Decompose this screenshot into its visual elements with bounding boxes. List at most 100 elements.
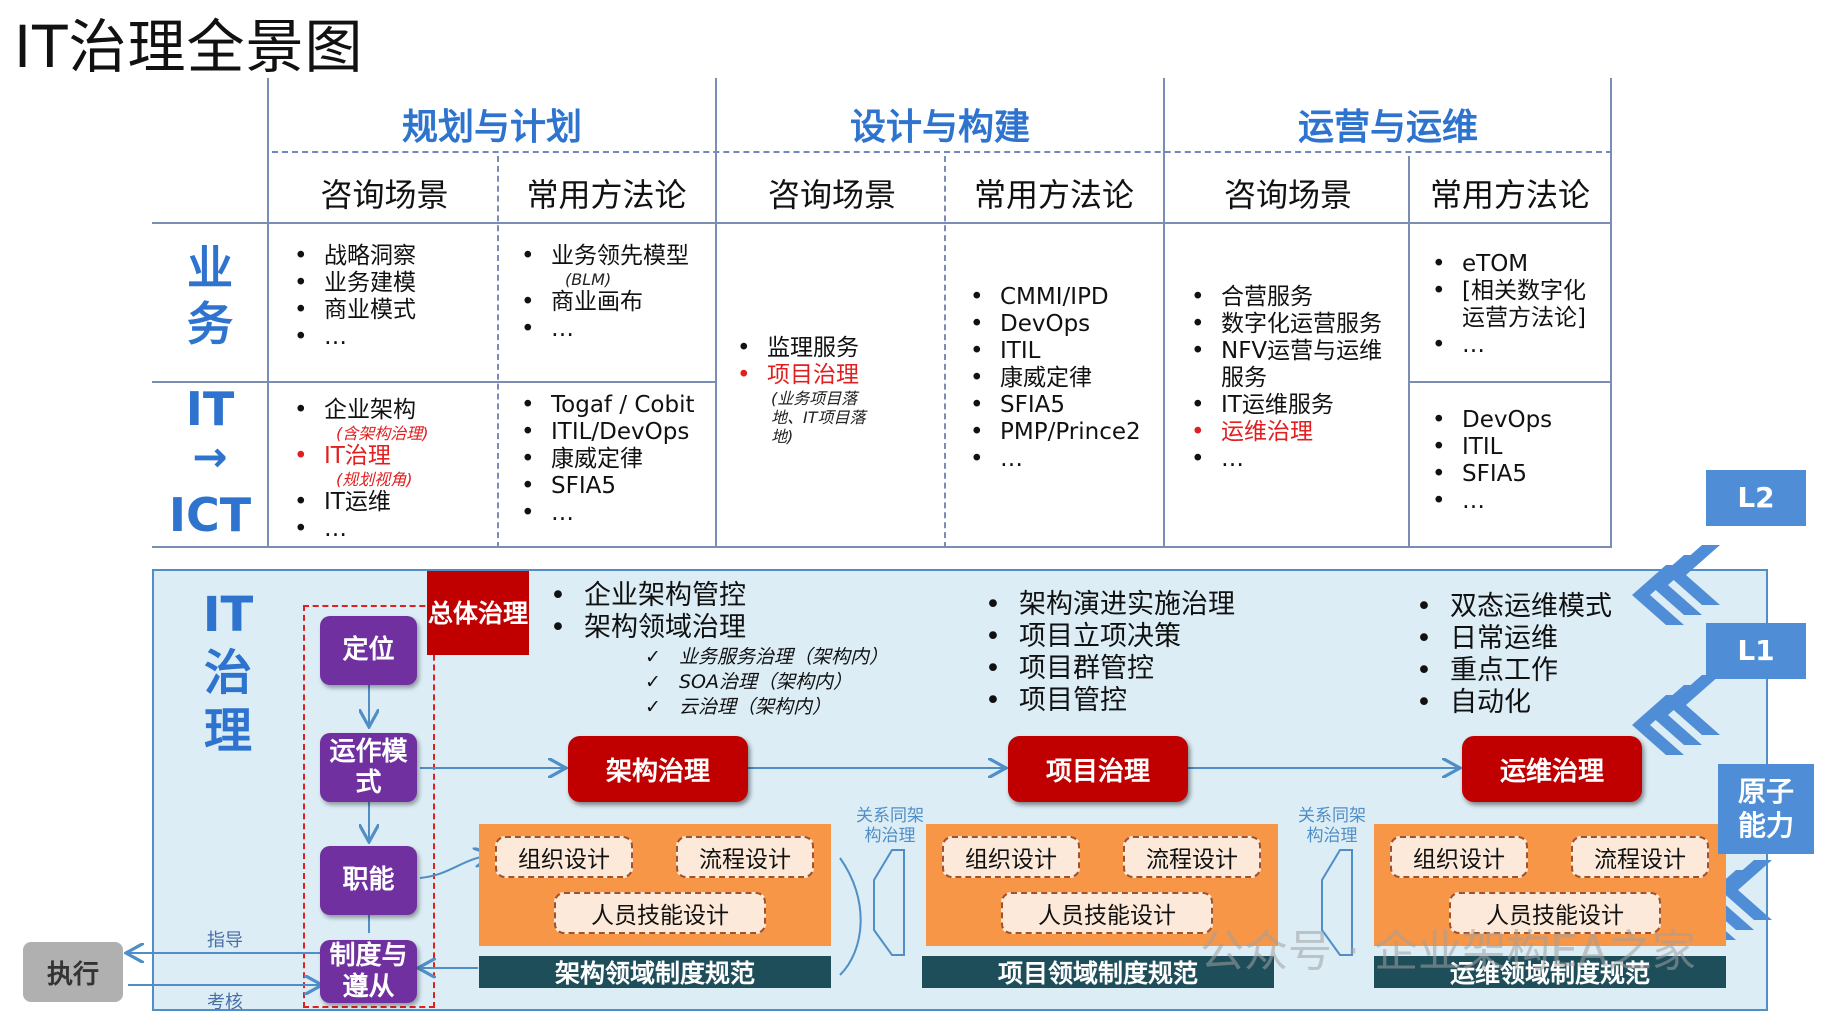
list-note: (业务项目落地、IT项目落地) bbox=[771, 389, 866, 446]
page-title: IT治理全景图 bbox=[14, 13, 364, 81]
org-design-box: 组织设计 bbox=[495, 836, 633, 878]
list-item: … bbox=[290, 516, 429, 543]
watermark: 公众号 · 企业架构EA之家 bbox=[1200, 926, 1696, 977]
subheader-consult: 咨询场景 bbox=[767, 176, 896, 214]
list-item: 双态运维模式 bbox=[1416, 591, 1612, 623]
list-item: 康威定律 bbox=[517, 446, 695, 473]
subheader-method: 常用方法论 bbox=[1429, 176, 1590, 214]
level-badge-l1: L1 bbox=[1706, 623, 1806, 679]
org-design-box: 组织设计 bbox=[942, 836, 1080, 878]
subheader-consult: 咨询场景 bbox=[320, 176, 449, 214]
overall-governance-box: 总体治理 bbox=[427, 571, 529, 655]
list-item: SOA治理（架构内） bbox=[645, 670, 888, 695]
row-label-business: 业务 bbox=[187, 241, 233, 351]
list-item: … bbox=[1187, 446, 1391, 473]
list-item: … bbox=[1428, 332, 1592, 359]
assess-label: 考核 bbox=[207, 992, 243, 1013]
arrow-icon: → bbox=[192, 432, 228, 481]
list-item: … bbox=[290, 324, 416, 351]
cell-plan-consult-it: 企业架构 (含架构治理) IT治理 (规划视角) IT运维 … bbox=[290, 397, 429, 543]
list-item: IT运维服务 bbox=[1187, 392, 1391, 419]
matrix-dash bbox=[497, 156, 499, 548]
arch-policy-bar: 架构领域制度规范 bbox=[479, 956, 831, 988]
list-item: 商业模式 bbox=[290, 297, 416, 324]
list-item: NFV运营与运维服务 bbox=[1187, 338, 1391, 392]
matrix-dash bbox=[944, 156, 946, 548]
org-design-box: 组织设计 bbox=[1390, 836, 1528, 878]
matrix-line bbox=[1410, 381, 1612, 383]
list-item: 云治理（架构内） bbox=[645, 695, 888, 720]
process-design-box: 流程设计 bbox=[1571, 836, 1709, 878]
project-governance-box: 项目治理 bbox=[1008, 736, 1188, 802]
list-item: Togaf / Cobit bbox=[517, 392, 695, 419]
list-note: (规划视角) bbox=[336, 470, 413, 489]
ops-bullets: 双态运维模式 日常运维 重点工作 自动化 bbox=[1416, 591, 1612, 719]
subheader-consult: 咨询场景 bbox=[1223, 176, 1352, 214]
list-item: 企业架构 bbox=[290, 397, 429, 424]
list-item: 架构演进实施治理 bbox=[985, 589, 1235, 621]
list-item: 项目立项决策 bbox=[985, 621, 1235, 653]
list-item: SFIA5 bbox=[966, 392, 1141, 419]
level-badge-l2: L2 bbox=[1706, 470, 1806, 526]
list-item: 业务服务治理（架构内） bbox=[645, 645, 888, 670]
cell-design-consult: 监理服务 项目治理 (业务项目落地、IT项目落地) bbox=[733, 335, 881, 446]
list-item: 运维治理 bbox=[1187, 419, 1391, 446]
phase-plan: 规划与计划 bbox=[401, 107, 582, 148]
list-item: 项目治理 bbox=[733, 362, 881, 389]
list-item: 日常运维 bbox=[1416, 623, 1612, 655]
list-item: DevOps bbox=[966, 311, 1141, 338]
project-policy-bar: 项目领域制度规范 bbox=[922, 956, 1274, 988]
it-governance-label: IT治理 bbox=[202, 587, 254, 759]
process-design-box: 流程设计 bbox=[676, 836, 814, 878]
relation-note: 关系同架构治理 bbox=[1298, 806, 1366, 846]
matrix-dash bbox=[272, 151, 1612, 153]
list-item: SFIA5 bbox=[517, 473, 695, 500]
row-label-ict: ICT bbox=[168, 488, 252, 542]
architecture-governance-box: 架构治理 bbox=[568, 736, 748, 802]
matrix-line bbox=[267, 78, 269, 548]
policy-compliance-box: 制度与遵从 bbox=[320, 940, 417, 1003]
list-item: 业务领先模型 bbox=[517, 243, 689, 270]
list-item: 康威定律 bbox=[966, 365, 1141, 392]
list-item: 战略洞察 bbox=[290, 243, 416, 270]
relation-note: 关系同架构治理 bbox=[856, 806, 924, 846]
list-item: 架构领域治理 bbox=[550, 612, 746, 644]
execution-box: 执行 bbox=[23, 942, 123, 1002]
cell-design-method: CMMI/IPD DevOps ITIL 康威定律 SFIA5 PMP/Prin… bbox=[966, 284, 1141, 473]
project-bullets: 架构演进实施治理 项目立项决策 项目群管控 项目管控 bbox=[985, 589, 1235, 717]
level-badge-atomic: 原子能力 bbox=[1718, 764, 1814, 854]
guide-label: 指导 bbox=[207, 930, 243, 951]
ops-governance-box: 运维治理 bbox=[1462, 736, 1642, 802]
cell-ops-method-biz: eTOM [相关数字化运营方法论] … bbox=[1428, 251, 1592, 359]
people-skills-box: 人员技能设计 bbox=[1001, 892, 1213, 934]
list-item: 业务建模 bbox=[290, 270, 416, 297]
list-item: 企业架构管控 bbox=[550, 580, 746, 612]
list-item: … bbox=[966, 446, 1141, 473]
list-item: eTOM bbox=[1428, 251, 1592, 278]
subheader-method: 常用方法论 bbox=[526, 176, 687, 214]
positioning-box: 定位 bbox=[320, 616, 417, 685]
list-item: CMMI/IPD bbox=[966, 284, 1141, 311]
cell-plan-consult-biz: 战略洞察 业务建模 商业模式 … bbox=[290, 243, 416, 351]
subheader-method: 常用方法论 bbox=[973, 176, 1134, 214]
process-design-box: 流程设计 bbox=[1123, 836, 1261, 878]
matrix-line bbox=[152, 381, 717, 383]
list-item: 重点工作 bbox=[1416, 655, 1612, 687]
matrix-line bbox=[1610, 78, 1612, 548]
list-item: … bbox=[517, 500, 695, 527]
list-item: 项目群管控 bbox=[985, 653, 1235, 685]
list-item: 项目管控 bbox=[985, 685, 1235, 717]
cell-ops-method-it: DevOps ITIL SFIA5 … bbox=[1428, 407, 1552, 515]
matrix-line bbox=[715, 78, 717, 548]
ops-policy-bar: 运维领域制度规范 bbox=[1374, 956, 1726, 988]
list-item: 自动化 bbox=[1416, 687, 1612, 719]
arch-checks: 业务服务治理（架构内） SOA治理（架构内） 云治理（架构内） bbox=[645, 645, 888, 720]
phase-design: 设计与构建 bbox=[849, 107, 1030, 148]
list-item: PMP/Prince2 bbox=[966, 419, 1141, 446]
arch-bullets: 企业架构管控 架构领域治理 bbox=[550, 580, 746, 644]
cell-plan-method-it: Togaf / Cobit ITIL/DevOps 康威定律 SFIA5 … bbox=[517, 392, 695, 527]
cell-plan-method-biz: 业务领先模型 (BLM) 商业画布 … bbox=[517, 243, 689, 343]
matrix-line bbox=[152, 546, 1612, 548]
matrix-line bbox=[1408, 156, 1410, 548]
list-item: 合营服务 bbox=[1187, 284, 1391, 311]
